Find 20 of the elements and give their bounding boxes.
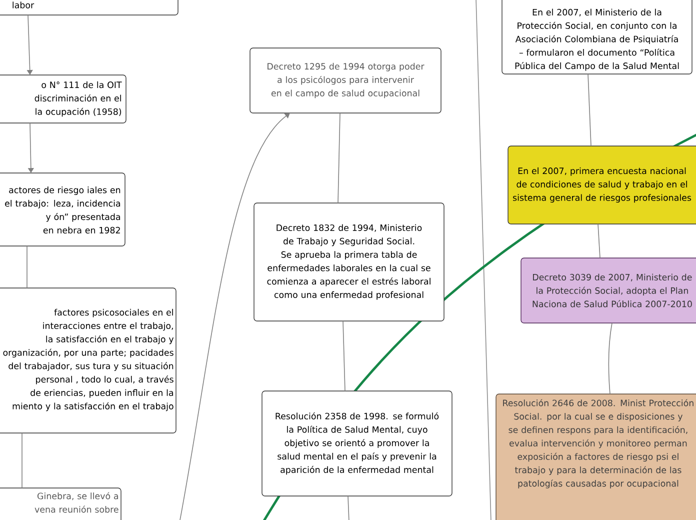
topic-box: Resolución 2358 de 1998. se formuló la Política de Salud Mental, cuyo objetivo se orientó a promover la salud mental en el país y prevenir la aparición de la enfermedad mental: [262, 390, 452, 496]
topic-box: Decreto 1295 de 1994 otorga poder a los psicólogos para intervenir en el campo de salud ocupacional: [250, 48, 442, 114]
topic-box: Resolución 2646 de 2008. Minist Protección Social. por la cual se e disposiciones y se definen respons para la identificación, evalua intervención y monitoreo perman exposición a factores de riesgo psi el trabajo y para la determinación de las patologías causadas por ocupacional: [496, 394, 696, 520]
connector-line: [588, 74, 592, 146]
topic-box: Decreto 3039 de 2007, Ministerio de la Protección Social, adopta el Plan Naciona de Salud Pública 2007-2010: [520, 258, 696, 324]
topic-box: labor: [0, 0, 178, 16]
topic-box: actores de riesgo iales en el trabajo: leza, incidencia y ón” presentada en nebra en 1982: [0, 172, 126, 246]
connector-line: [348, 496, 350, 520]
topic-box: Ginebra, se llevó a vena reunión sobre: [0, 488, 122, 520]
topic-box: o N° 111 de la OIT discriminación en el la ocupación (1958): [0, 74, 126, 124]
connector-line: [338, 112, 340, 204]
topic-box: factores psicosociales en el interacciones entre el trabajo, la satisfacción en el trabajo y organización, por una parte; pacidades del trabajador, sus tura y su situación personal , todo lo cual, a través de eriencias, pueden influir en la miento y la satisfacción en el trabajo: [0, 288, 176, 434]
connector-line: [342, 320, 346, 392]
connector-line: [598, 224, 600, 258]
connector-line: [26, 246, 28, 288]
topic-box: En el 2007, el Ministerio de la Protección Social, en conjunto con la Asociación Colombiana de Psiquiatría – formularon el documento “Política Pública del Campo de la Salud Mental: [502, 0, 692, 74]
connector-line: [608, 322, 612, 394]
arrow: [180, 113, 290, 520]
topic-box: En el 2007, primera encuesta nacional de condiciones de salud y trabajo en el sistema general de riesgos profesionales: [508, 146, 696, 224]
topic-box: Decreto 1832 de 1994, Ministerio de Trabajo y Seguridad Social. Se aprueba la primera tabla de enfermedades laborales en la cual se comienza a aparecer el estrés laboral como una enfermedad profesional: [254, 202, 444, 322]
